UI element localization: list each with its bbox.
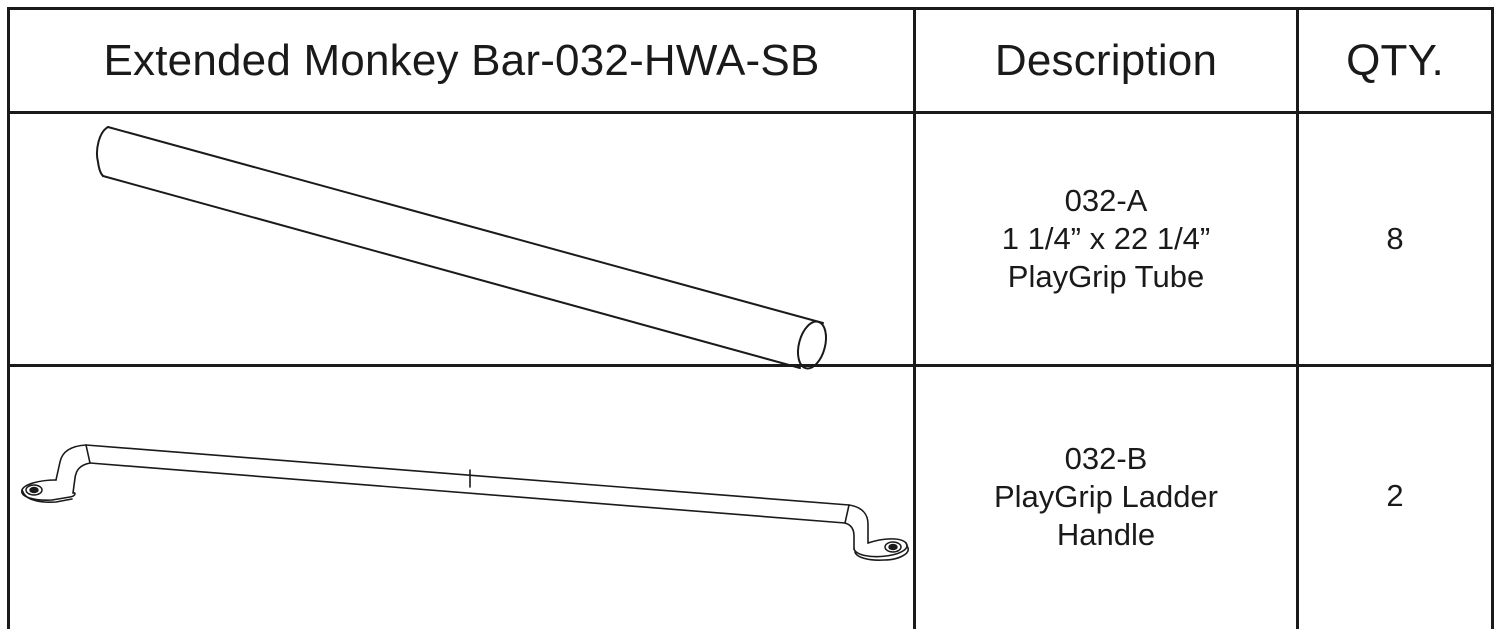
- handle-part-code: 032-B: [1064, 441, 1148, 476]
- table-row-1-qty-cell: 8: [1299, 114, 1491, 364]
- header-qty: QTY.: [1346, 35, 1444, 85]
- handle-name-line-1: PlayGrip Ladder: [993, 479, 1218, 514]
- tube-size: 1 1/4” x 22 1/4”: [1001, 221, 1211, 256]
- table-border-left: [7, 7, 10, 629]
- tube-qty: 8: [1386, 221, 1404, 256]
- table-border-top: [7, 7, 1494, 10]
- header-cell-part: Extended Monkey Bar-032-HWA-SB: [10, 10, 913, 111]
- tube-part-code: 032-A: [1064, 183, 1148, 218]
- header-cell-description: Description: [916, 10, 1296, 111]
- table-border-right: [1491, 7, 1494, 629]
- tube-description: 032-A 1 1/4” x 22 1/4” PlayGrip Tube: [1002, 182, 1211, 296]
- header-divider: [7, 111, 1494, 114]
- handle-description: 032-B PlayGrip Ladder Handle: [994, 440, 1218, 554]
- header-part-title: Extended Monkey Bar-032-HWA-SB: [103, 35, 820, 85]
- column-divider-description: [913, 7, 916, 629]
- tube-name: PlayGrip Tube: [1007, 259, 1205, 294]
- header-description: Description: [994, 35, 1218, 85]
- table-row-2-qty-cell: 2: [1299, 367, 1491, 629]
- handle-qty: 2: [1386, 478, 1404, 513]
- table-row-1-description-cell: 032-A 1 1/4” x 22 1/4” PlayGrip Tube: [916, 114, 1296, 364]
- row-divider: [7, 364, 1494, 367]
- handle-name-line-2: Handle: [1056, 517, 1156, 552]
- column-divider-qty: [1296, 7, 1299, 629]
- header-cell-qty: QTY.: [1299, 10, 1491, 111]
- table-row-2-description-cell: 032-B PlayGrip Ladder Handle: [916, 367, 1296, 629]
